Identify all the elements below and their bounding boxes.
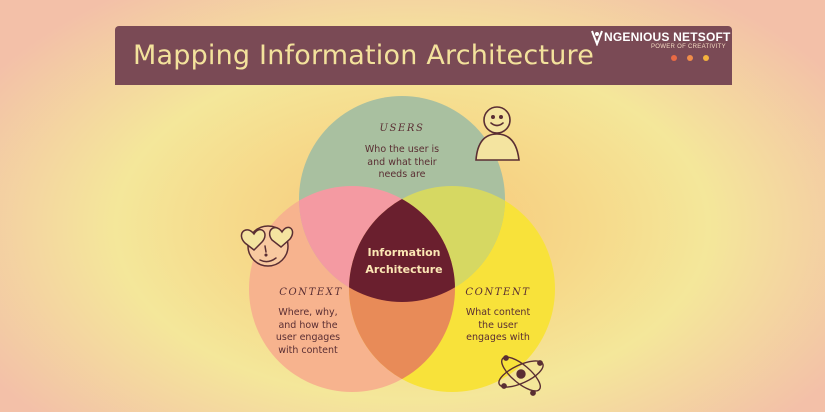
users-heading: USERS: [379, 123, 425, 134]
content-description: What content the user engages with: [443, 307, 553, 345]
dot-icon: [671, 55, 677, 61]
description-line: with content: [278, 344, 338, 356]
brand-name: NGENIOUS NETSOFT: [604, 30, 731, 44]
center-label: Information Architecture: [365, 246, 443, 276]
description-line: and what their: [367, 156, 437, 168]
atom-doodle-icon: [498, 355, 544, 396]
page-title: Mapping Information Architecture: [133, 40, 595, 71]
dot-icon: [687, 55, 693, 61]
brand-mark-icon: [591, 30, 603, 46]
description-line: Where, why,: [278, 307, 338, 318]
description-line: engages with: [466, 332, 530, 343]
brand-tagline: POWER OF CREATIVITY: [651, 44, 726, 50]
context-description: Where, why, and how the user engages wit…: [258, 307, 358, 357]
brand-logo: NGENIOUS NETSOFT POWER OF CREATIVITY: [590, 30, 732, 80]
content-heading: CONTENT: [465, 287, 531, 298]
hearts-face-doodle-icon: [240, 225, 294, 267]
description-line: user engages: [275, 332, 341, 343]
description-line: needs are: [378, 169, 426, 180]
center-overlap: [349, 186, 455, 302]
description-line: and how the: [278, 319, 338, 331]
users-description: Who the user is and what their needs are: [342, 144, 462, 182]
person-doodle-icon: [475, 106, 520, 161]
context-heading: CONTEXT: [279, 287, 343, 298]
brand-dots: [671, 55, 709, 61]
dot-icon: [703, 55, 709, 61]
title-banner: [115, 26, 732, 85]
description-line: the user: [478, 319, 518, 331]
description-line: Who the user is: [364, 144, 440, 155]
description-line: What content: [465, 307, 531, 318]
